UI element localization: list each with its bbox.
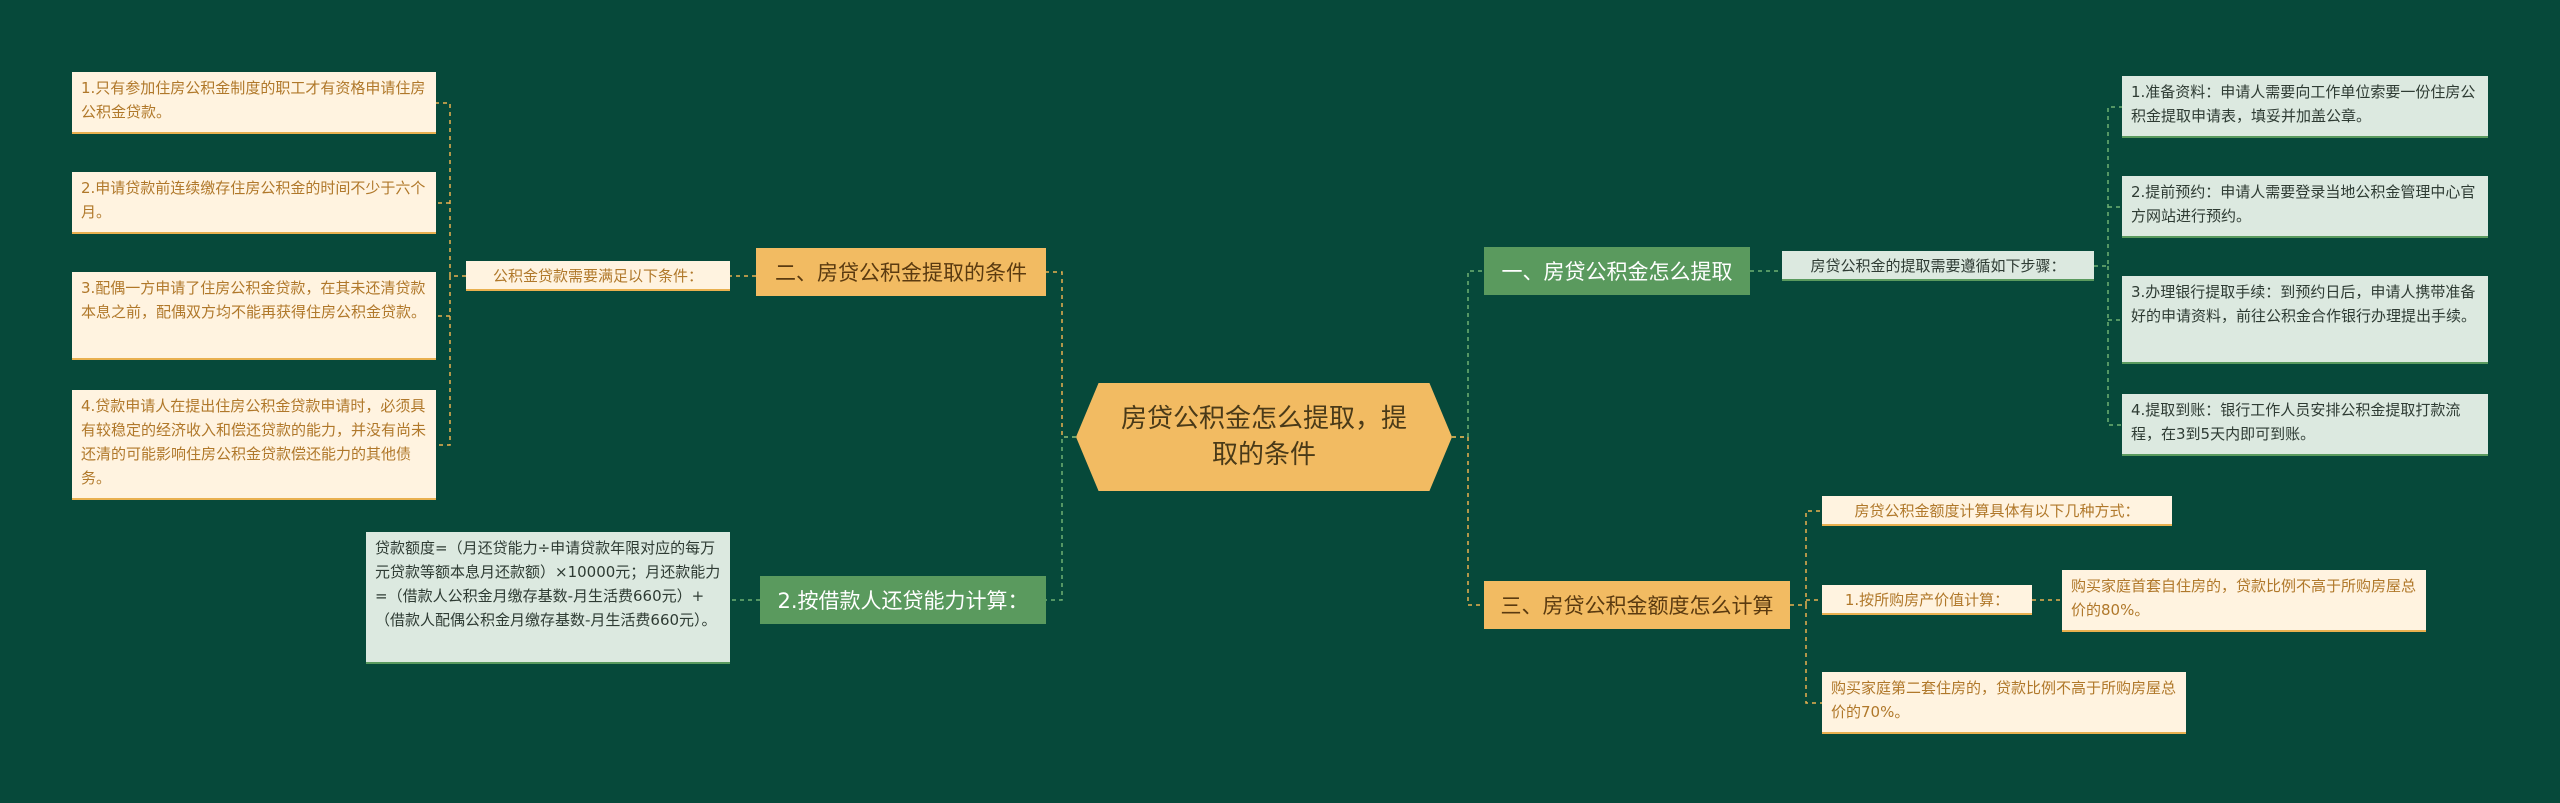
withdraw-step-3-text: 3.办理银行提取手续：到预约日后，申请人携带准备好的申请资料，前往公积金合作银行… <box>2131 283 2477 325</box>
underline <box>2122 136 2488 138</box>
condition-4[interactable]: 4.贷款申请人在提出住房公积金贷款申请时，必须具有较稳定的经济收入和偿还贷款的能… <box>72 390 436 500</box>
link-cond-4 <box>436 276 451 446</box>
link-cond-1 <box>436 102 466 277</box>
root-title: 房贷公积金怎么提取，提取的条件 <box>1120 404 1407 470</box>
branch-calculate[interactable]: 三、房贷公积金额度怎么计算 <box>1484 581 1790 629</box>
calculate-first-home[interactable]: 购买家庭首套自住房的，贷款比例不高于所购房屋总价的80%。 <box>2062 570 2426 632</box>
condition-3[interactable]: 3.配偶一方申请了住房公积金贷款，在其未还清贷款本息之前，配偶双方均不能再获得住… <box>72 272 436 360</box>
branch-withdraw[interactable]: 一、房贷公积金怎么提取 <box>1484 247 1750 295</box>
condition-4-text: 4.贷款申请人在提出住房公积金贷款申请时，必须具有较稳定的经济收入和偿还贷款的能… <box>81 397 427 487</box>
calculate-first-home-text: 购买家庭首套自住房的，贷款比例不高于所购房屋总价的80%。 <box>2071 577 2417 619</box>
capacity-formula-text: 贷款额度=（月还贷能力÷申请贷款年限对应的每万元贷款等额本息月还款额）×1000… <box>375 539 721 629</box>
link-root-withdraw <box>1452 270 1484 438</box>
condition-2-text: 2.申请贷款前连续缴存住房公积金的时间不少于六个月。 <box>81 179 426 221</box>
withdraw-step-4-text: 4.提取到账：银行工作人员安排公积金提取打款流程，在3到5天内即可到账。 <box>2131 401 2461 443</box>
calculate-second-home-text: 购买家庭第二套住房的，贷款比例不高于所购房屋总价的70%。 <box>1831 679 2177 721</box>
branch-conditions-label: 二、房贷公积金提取的条件 <box>775 261 1027 285</box>
condition-2[interactable]: 2.申请贷款前连续缴存住房公积金的时间不少于六个月。 <box>72 172 436 234</box>
conditions-intro[interactable]: 公积金贷款需要满足以下条件： <box>466 261 730 291</box>
branch-withdraw-label: 一、房贷公积金怎么提取 <box>1501 260 1733 284</box>
underline <box>1782 279 2094 281</box>
calculate-intro-text: 房贷公积金额度计算具体有以下几种方式： <box>1854 502 2140 520</box>
withdraw-step-1[interactable]: 1.准备资料：申请人需要向工作单位索要一份住房公积金提取申请表，填妥并加盖公章。 <box>2122 76 2488 138</box>
condition-3-text: 3.配偶一方申请了住房公积金贷款，在其未还清贷款本息之前，配偶双方均不能再获得住… <box>81 279 427 321</box>
underline <box>72 358 436 360</box>
underline <box>2122 362 2488 364</box>
withdraw-step-2[interactable]: 2.提前预约：申请人需要登录当地公积金管理中心官方网站进行预约。 <box>2122 176 2488 238</box>
underline <box>2122 236 2488 238</box>
calculate-intro[interactable]: 房贷公积金额度计算具体有以下几种方式： <box>1822 496 2172 526</box>
withdraw-intro[interactable]: 房贷公积金的提取需要遵循如下步骤： <box>1782 251 2094 281</box>
branch-capacity-label: 2.按借款人还贷能力计算： <box>777 589 1029 613</box>
underline <box>466 289 730 291</box>
condition-1[interactable]: 1.只有参加住房公积金制度的职工才有资格申请住房公积金贷款。 <box>72 72 436 134</box>
withdraw-step-4[interactable]: 4.提取到账：银行工作人员安排公积金提取打款流程，在3到5天内即可到账。 <box>2122 394 2488 456</box>
link-step-1 <box>2094 106 2122 267</box>
link-root-conditions <box>1046 271 1076 438</box>
underline <box>2062 630 2426 632</box>
underline <box>1822 524 2172 526</box>
underline <box>72 232 436 234</box>
branch-calculate-label: 三、房贷公积金额度怎么计算 <box>1500 594 1774 618</box>
underline <box>2122 454 2488 456</box>
conditions-intro-text: 公积金贷款需要满足以下条件： <box>492 267 703 285</box>
link-calc-second <box>1805 605 1822 704</box>
calculate-by-value-text: 1.按所购房产价值计算： <box>1844 591 2010 609</box>
link-calc-intro <box>1790 510 1822 606</box>
underline <box>72 132 436 134</box>
withdraw-step-2-text: 2.提前预约：申请人需要登录当地公积金管理中心官方网站进行预约。 <box>2131 183 2476 225</box>
calculate-second-home[interactable]: 购买家庭第二套住房的，贷款比例不高于所购房屋总价的70%。 <box>1822 672 2186 734</box>
underline <box>72 498 436 500</box>
link-step-4 <box>2107 266 2122 426</box>
branch-capacity[interactable]: 2.按借款人还贷能力计算： <box>760 576 1046 624</box>
root-topic[interactable]: 房贷公积金怎么提取，提取的条件 <box>1076 383 1452 491</box>
withdraw-step-1-text: 1.准备资料：申请人需要向工作单位索要一份住房公积金提取申请表，填妥并加盖公章。 <box>2131 83 2476 125</box>
link-root-capacity <box>1046 436 1076 601</box>
underline <box>1822 732 2186 734</box>
withdraw-intro-text: 房贷公积金的提取需要遵循如下步骤： <box>1810 257 2066 275</box>
branch-conditions[interactable]: 二、房贷公积金提取的条件 <box>756 248 1046 296</box>
condition-1-text: 1.只有参加住房公积金制度的职工才有资格申请住房公积金贷款。 <box>81 79 426 121</box>
calculate-by-value[interactable]: 1.按所购房产价值计算： <box>1822 585 2032 615</box>
capacity-formula[interactable]: 贷款额度=（月还贷能力÷申请贷款年限对应的每万元贷款等额本息月还款额）×1000… <box>366 532 730 664</box>
underline <box>1822 613 2032 615</box>
link-root-calculate <box>1452 436 1484 606</box>
withdraw-step-3[interactable]: 3.办理银行提取手续：到预约日后，申请人携带准备好的申请资料，前往公积金合作银行… <box>2122 276 2488 364</box>
underline <box>366 662 730 664</box>
